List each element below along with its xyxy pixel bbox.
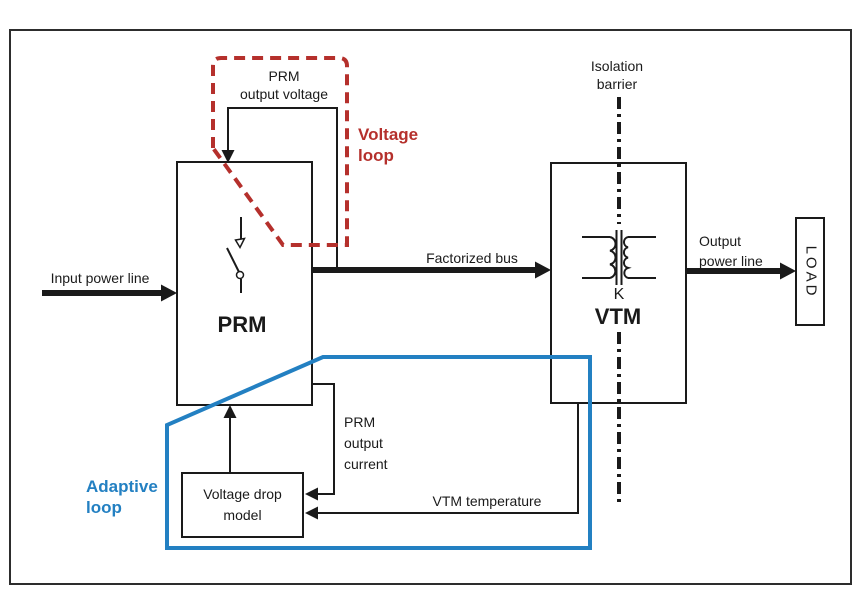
transformer-right-winding bbox=[622, 236, 632, 279]
prm-output-current-arrowhead-icon bbox=[305, 487, 318, 501]
vtm-temperature-line bbox=[318, 403, 579, 514]
voltage-drop-model-label: Voltage drop model bbox=[203, 486, 282, 523]
prm-output-current-label: PRM output current bbox=[344, 414, 388, 472]
prm-output-voltage-feedback-line bbox=[227, 107, 338, 270]
switch-pivot bbox=[235, 270, 245, 280]
load-label: LOAD bbox=[802, 245, 820, 298]
switch-contact-arrow bbox=[234, 237, 246, 250]
input-arrowhead-icon bbox=[161, 284, 177, 302]
switch-icon bbox=[226, 217, 246, 293]
voltage-loop-label: Voltage loop bbox=[358, 125, 419, 165]
prm-output-voltage-label: PRM output voltage bbox=[240, 68, 328, 102]
adaptive-loop-outline bbox=[165, 355, 592, 550]
factorized-bus-label: Factorized bus bbox=[426, 250, 518, 266]
input-power-line-label: Input power line bbox=[50, 270, 150, 286]
vtm-temperature-label: VTM temperature bbox=[432, 493, 542, 509]
transformer-left-leads bbox=[582, 236, 610, 279]
transformer-right-leads bbox=[628, 236, 656, 279]
diagram-border bbox=[9, 29, 852, 585]
switch-blade bbox=[226, 247, 240, 273]
prm-box bbox=[176, 161, 313, 406]
voltage-drop-model-box bbox=[181, 472, 304, 538]
output-arrowhead-icon bbox=[780, 262, 796, 280]
load-block: LOAD bbox=[796, 218, 824, 325]
vtm-block-label: VTM bbox=[594, 304, 642, 329]
factorized-bus-arrowhead-icon bbox=[535, 261, 551, 279]
transformer-icon bbox=[582, 230, 656, 285]
feedback-down-arrowhead-icon bbox=[221, 150, 235, 163]
model-to-prm-arrowhead-icon bbox=[223, 405, 237, 418]
voltage-loop-outline bbox=[211, 56, 349, 247]
transformer-ratio-label: K bbox=[613, 286, 625, 303]
transformer-left-winding bbox=[609, 236, 617, 279]
prm-block-label: PRM bbox=[217, 312, 267, 337]
isolation-barrier-label: Isolation barrier bbox=[590, 58, 644, 92]
adaptive-loop-label: Adaptive loop bbox=[86, 477, 158, 517]
prm-output-current-line bbox=[312, 383, 335, 495]
load-box bbox=[795, 217, 825, 326]
vtm-temperature-arrowhead-icon bbox=[305, 506, 318, 520]
output-power-line-label: Output power line bbox=[699, 233, 763, 269]
transformer-core bbox=[615, 230, 623, 285]
